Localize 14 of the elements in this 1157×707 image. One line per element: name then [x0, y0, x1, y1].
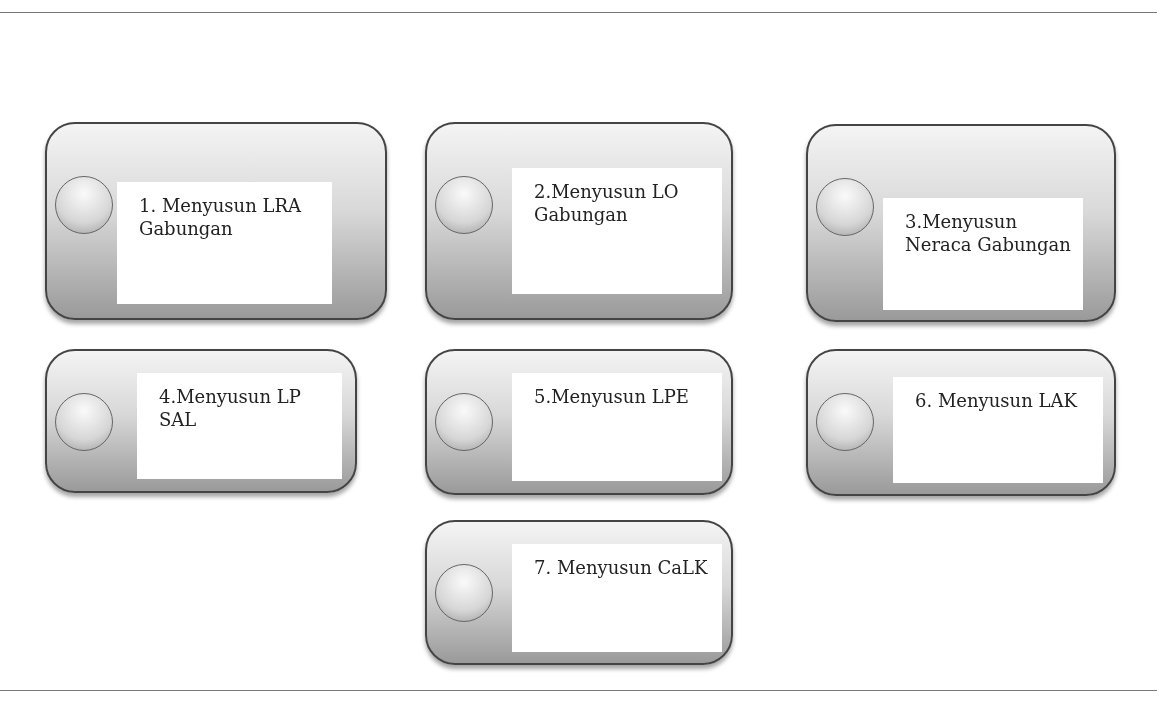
process-card	[806, 349, 1116, 496]
process-card	[425, 520, 733, 665]
step-text: 6. Menyusun LAK	[893, 377, 1103, 483]
step-text: 1. Menyusun LRA Gabungan	[117, 182, 332, 304]
process-card	[425, 122, 733, 320]
process-card	[425, 349, 733, 495]
process-card	[45, 349, 357, 493]
process-card	[806, 124, 1116, 322]
step-text: 4.Menyusun LP SAL	[137, 373, 342, 479]
step-text: 5.Menyusun LPE	[512, 373, 722, 481]
step-text: 7. Menyusun CaLK	[512, 544, 722, 652]
process-card	[45, 122, 387, 320]
step-text: 3.Menyusun Neraca Gabungan	[883, 198, 1083, 310]
step-text: 2.Menyusun LO Gabungan	[512, 168, 722, 294]
